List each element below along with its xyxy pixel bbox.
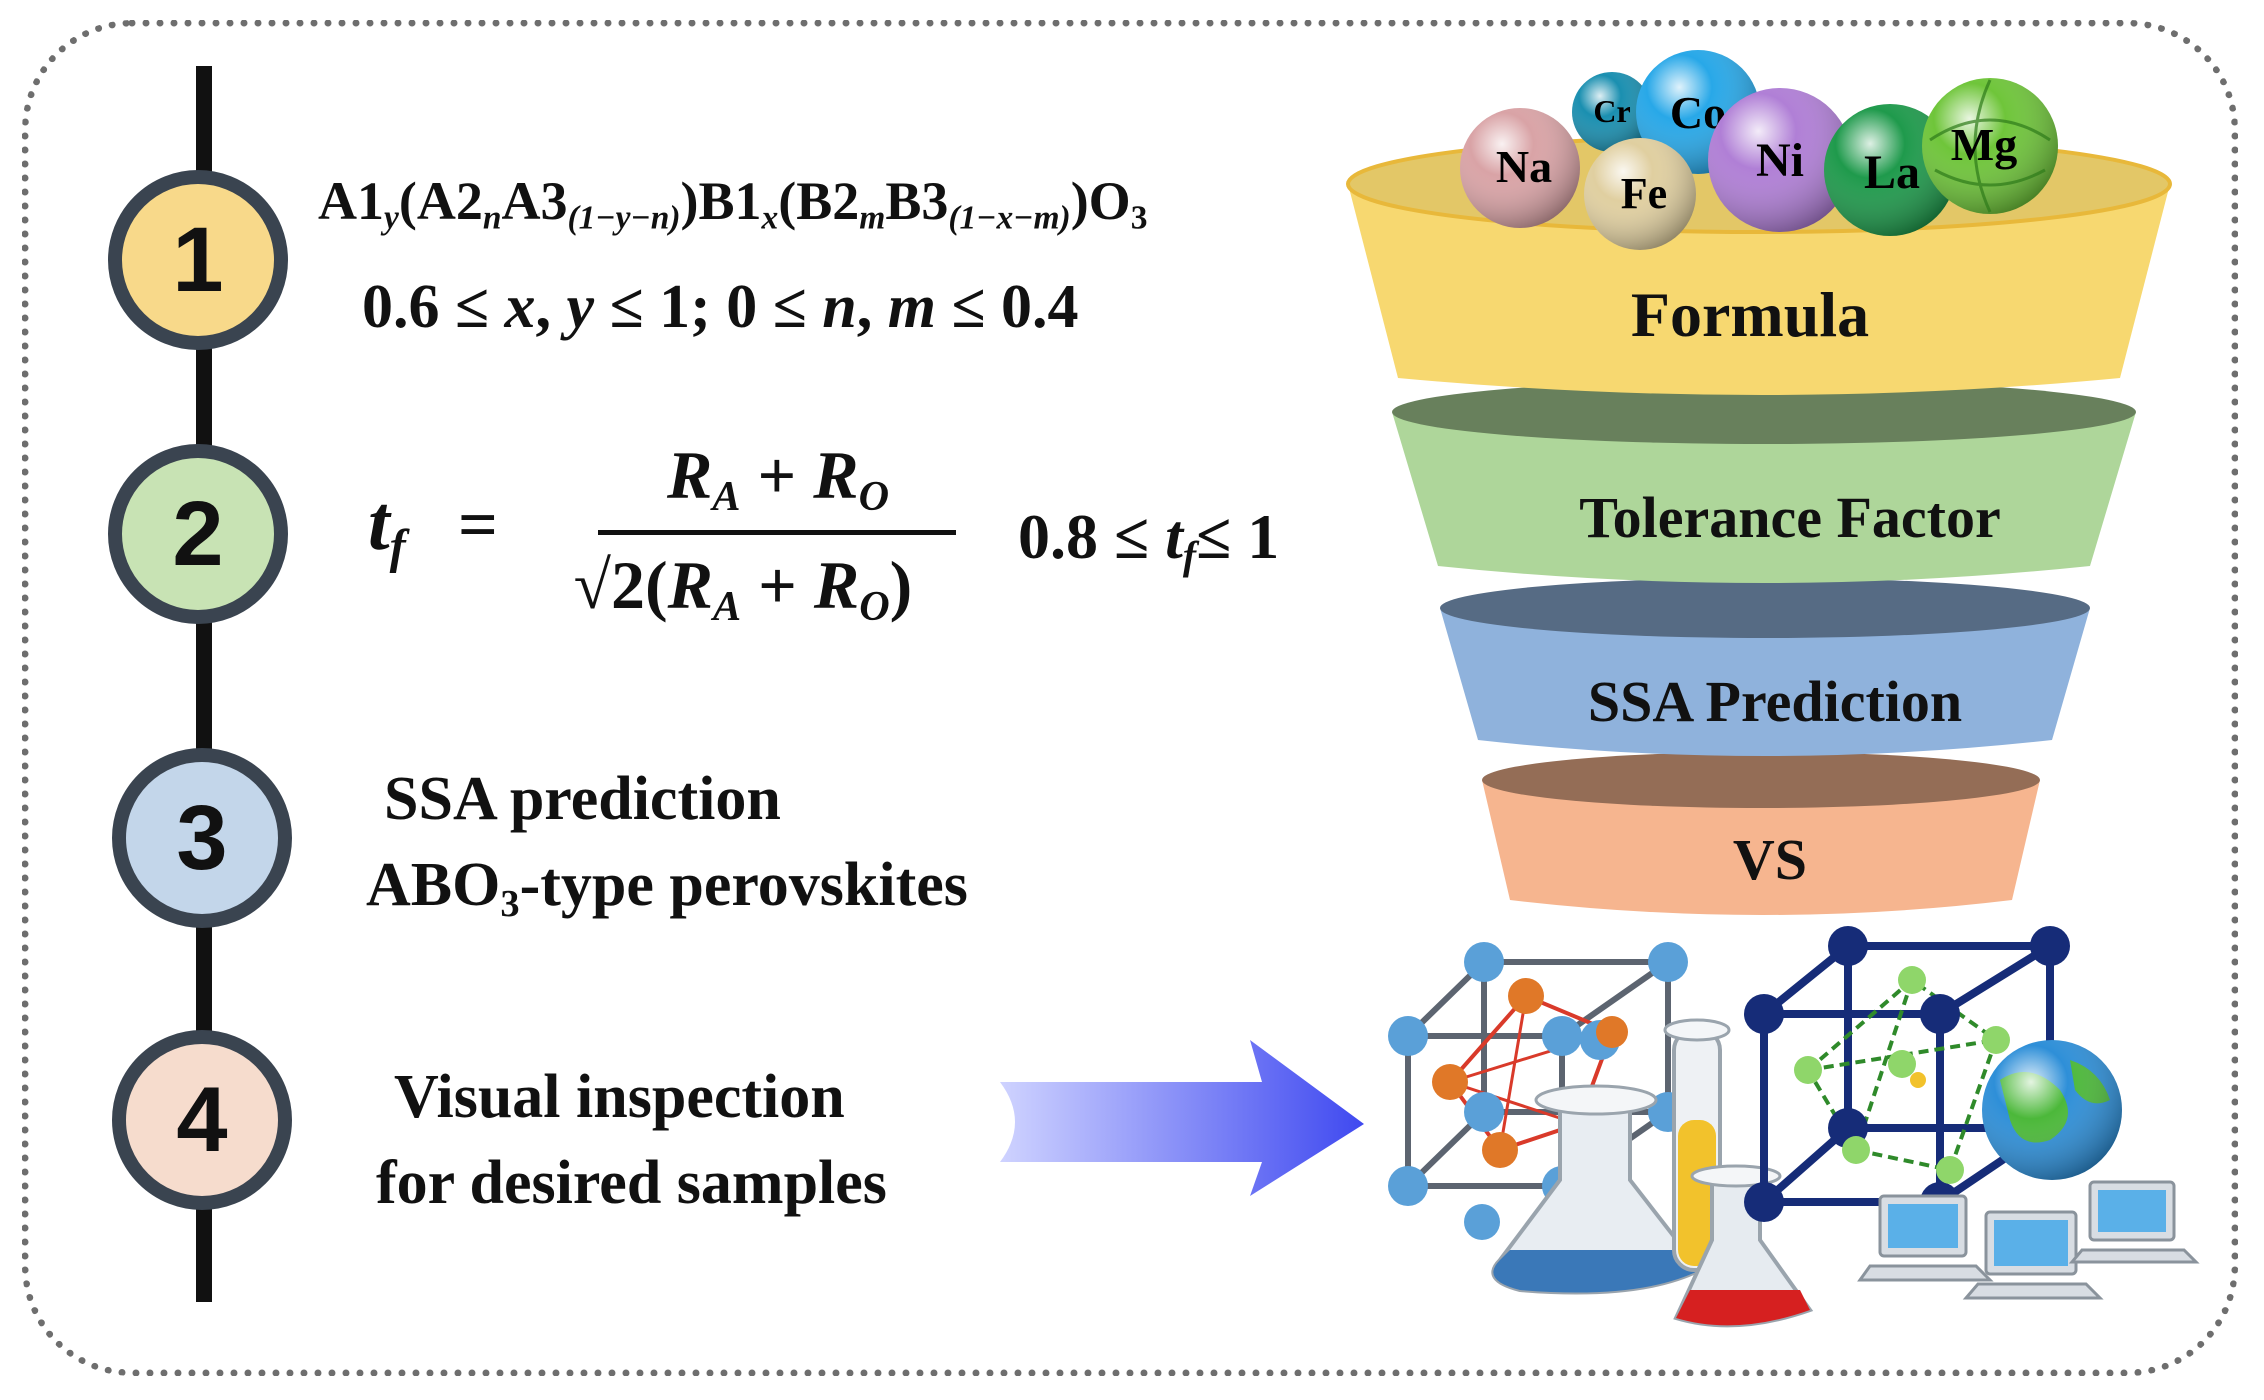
svg-text:Mg: Mg bbox=[1951, 119, 2017, 170]
svg-text:Fe: Fe bbox=[1621, 169, 1667, 218]
element-sphere-na: Na bbox=[1460, 108, 1580, 228]
funnel-label-formula: Formula bbox=[1630, 279, 1870, 350]
step-3-line-2: ABO3-type perovskites bbox=[366, 851, 968, 925]
svg-text:Ni: Ni bbox=[1756, 134, 1804, 187]
element-sphere-mg: Mg bbox=[1922, 78, 2058, 214]
equation-denominator: √2(RA + RO) bbox=[573, 547, 913, 630]
globe-network-icon bbox=[1982, 1040, 2122, 1180]
svg-text:Na: Na bbox=[1496, 141, 1552, 192]
timeline-line bbox=[196, 66, 212, 1302]
composition-constraint: 0.6 ≤ x, y ≤ 1; 0 ≤ n, m ≤ 0.4 bbox=[362, 273, 1079, 341]
arrow-to-lab bbox=[1000, 1040, 1364, 1196]
funnel-tier-vs bbox=[1482, 780, 2040, 915]
lab-flask-icon bbox=[1491, 1084, 1704, 1295]
funnel-tier-formula bbox=[1348, 184, 2170, 395]
red-flask-icon bbox=[1673, 1164, 1814, 1328]
element-sphere-cr: Cr bbox=[1572, 72, 1652, 152]
step-3-line-1: SSA prediction bbox=[384, 765, 781, 833]
computer-network-icon bbox=[1857, 1180, 2200, 1300]
svg-text:La: La bbox=[1864, 146, 1920, 199]
tolerance-factor-range: 0.8 ≤ tf≤ 1 bbox=[1018, 501, 1280, 579]
svg-text:Cr: Cr bbox=[1593, 93, 1630, 129]
dotted-frame bbox=[22, 20, 2238, 1376]
equation-numerator: RA + RO bbox=[666, 437, 890, 520]
funnel-tier-tolerance bbox=[1392, 412, 2136, 583]
fraction-bar bbox=[598, 530, 956, 535]
cubic-lattice-atoms-icon bbox=[1744, 926, 2070, 1222]
funnel-label-ssa-prediction: SSA Prediction bbox=[1587, 669, 1963, 734]
funnel-tier-vs-top bbox=[1482, 752, 2040, 808]
equals-sign: = bbox=[458, 487, 498, 564]
funnel-tier-tolerance-top bbox=[1392, 380, 2136, 444]
element-sphere-fe: Fe bbox=[1584, 138, 1696, 250]
element-sphere-ni: Ni bbox=[1708, 88, 1852, 232]
test-tube-icon bbox=[1663, 1018, 1731, 1272]
funnel-label-tolerance-factor: Tolerance Factor bbox=[1579, 485, 2001, 550]
tolerance-factor-symbol: tf bbox=[368, 479, 406, 574]
step-4-line-1: Visual inspection bbox=[394, 1063, 845, 1131]
lattice-atoms-icon bbox=[1388, 942, 1688, 1240]
step-4-line-2: for desired samples bbox=[376, 1149, 887, 1217]
funnel-label-vs: VS bbox=[1732, 827, 1808, 892]
funnel-tier-ssa-top bbox=[1440, 578, 2090, 638]
general-formula: A1y(A2nA3(1−y−n))B1x(B2mB3(1−x−m))O3 bbox=[318, 171, 1148, 237]
funnel-tier-ssa bbox=[1440, 608, 2090, 756]
